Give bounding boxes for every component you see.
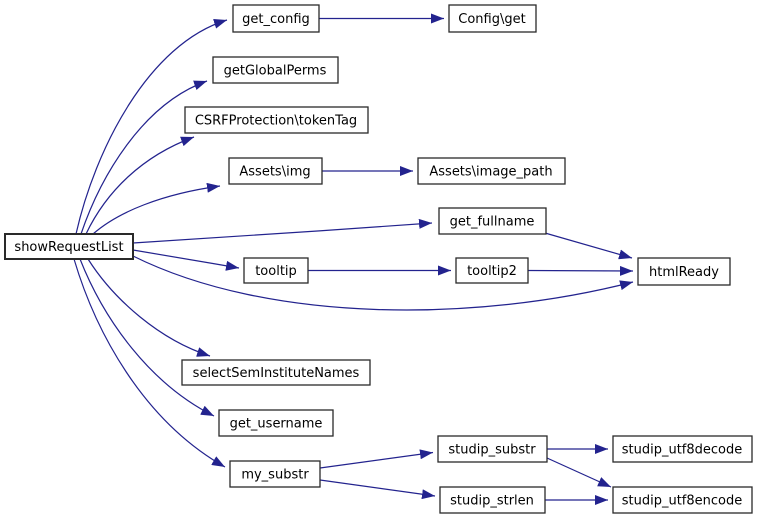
node-studip-utf8decode[interactable]: studip_utf8decode (612, 435, 753, 463)
node-get-global-perms-label: getGlobalPerms (224, 64, 327, 79)
node-studip-utf8decode-box[interactable] (612, 435, 753, 463)
node-studip-strlen[interactable]: studip_strlen (439, 486, 546, 514)
node-assets-image-path-label: Assets\image_path (429, 165, 552, 180)
node-select-sem-institute-names-box[interactable] (181, 359, 371, 386)
edge-showRequestList-Assets-img (92, 182, 221, 235)
node-config-get[interactable]: Config\get (448, 4, 537, 33)
edge-showRequestList-selectSemInstituteNames (87, 258, 211, 357)
node-get-fullname-box[interactable] (438, 207, 547, 235)
node-get-username-box[interactable] (218, 409, 334, 437)
node-my-substr-box[interactable] (229, 460, 321, 488)
node-studip-utf8encode[interactable]: studip_utf8encode (612, 486, 753, 514)
node-select-sem-institute-names[interactable]: selectSemInstituteNames (181, 359, 371, 386)
node-assets-img-box[interactable] (228, 157, 323, 185)
node-tooltip2-box[interactable] (455, 257, 529, 284)
node-get-global-perms-box[interactable] (212, 56, 339, 84)
node-tooltip2-label: tooltip2 (467, 264, 517, 279)
node-tooltip[interactable]: tooltip (243, 257, 309, 284)
node-html-ready-label: htmlReady (649, 265, 719, 280)
node-assets-img-label: Assets\img (239, 165, 310, 180)
node-studip-substr-label: studip_substr (448, 443, 536, 458)
edge-showRequestList-CSRFProtection-tokenTag (85, 136, 195, 235)
node-studip-substr[interactable]: studip_substr (437, 435, 548, 463)
node-assets-img[interactable]: Assets\img (228, 157, 323, 185)
node-csrfprotection-token-tag-label: CSRFProtection\tokenTag (195, 114, 357, 129)
node-studip-utf8decode-label: studip_utf8decode (622, 443, 743, 458)
node-get-username-label: get_username (230, 417, 323, 432)
node-studip-utf8encode-box[interactable] (612, 486, 753, 514)
node-tooltip-box[interactable] (243, 257, 309, 284)
node-get-config-label: get_config (242, 12, 310, 27)
node-assets-image-path-box[interactable] (417, 157, 566, 185)
edge-get_fullname-htmlReady (544, 232, 633, 260)
node-get-config[interactable]: get_config (232, 4, 320, 33)
node-get-username[interactable]: get_username (218, 409, 334, 437)
edge-studip_substr-studip_utf8encode (546, 457, 612, 488)
node-my-substr[interactable]: my_substr (229, 460, 321, 488)
node-get-config-box[interactable] (232, 4, 320, 33)
node-config-get-box[interactable] (448, 4, 537, 33)
node-tooltip2[interactable]: tooltip2 (455, 257, 529, 284)
node-config-get-label: Config\get (458, 12, 525, 27)
node-get-global-perms[interactable]: getGlobalPerms (212, 56, 339, 84)
edge-layer (73, 13, 634, 505)
node-studip-utf8encode-label: studip_utf8encode (622, 494, 743, 509)
node-show-request-list-label: showRequestList (14, 240, 123, 255)
edge-showRequestList-get_fullname (132, 218, 433, 244)
edge-my_substr-studip_strlen (319, 479, 436, 500)
node-csrfprotection-token-tag[interactable]: CSRFProtection\tokenTag (184, 106, 369, 134)
edge-showRequestList-getGlobalPerms (80, 80, 208, 235)
node-get-fullname-label: get_fullname (450, 215, 535, 230)
node-select-sem-institute-names-label: selectSemInstituteNames (193, 366, 360, 381)
node-get-fullname[interactable]: get_fullname (438, 207, 547, 235)
node-show-request-list: showRequestList (4, 233, 134, 260)
node-studip-substr-box[interactable] (437, 435, 548, 463)
edge-tooltip2-htmlReady (527, 265, 634, 276)
node-assets-image-path[interactable]: Assets\image_path (417, 157, 566, 185)
edge-showRequestList-htmlReady (132, 255, 634, 311)
node-studip-strlen-label: studip_strlen (450, 494, 534, 509)
node-html-ready-box[interactable] (637, 257, 731, 286)
node-studip-strlen-box[interactable] (439, 486, 546, 514)
edge-showRequestList-my_substr (73, 258, 226, 468)
node-html-ready[interactable]: htmlReady (637, 257, 731, 286)
edge-showRequestList-get_config (75, 19, 228, 235)
node-my-substr-label: my_substr (241, 468, 309, 483)
edge-showRequestList-get_username (79, 258, 215, 417)
node-csrfprotection-token-tag-box[interactable] (184, 106, 369, 134)
edge-showRequestList-tooltip (132, 249, 240, 271)
edge-my_substr-studip_substr (319, 449, 434, 469)
node-tooltip-label: tooltip (255, 264, 297, 279)
node-show-request-list-box (4, 233, 134, 260)
